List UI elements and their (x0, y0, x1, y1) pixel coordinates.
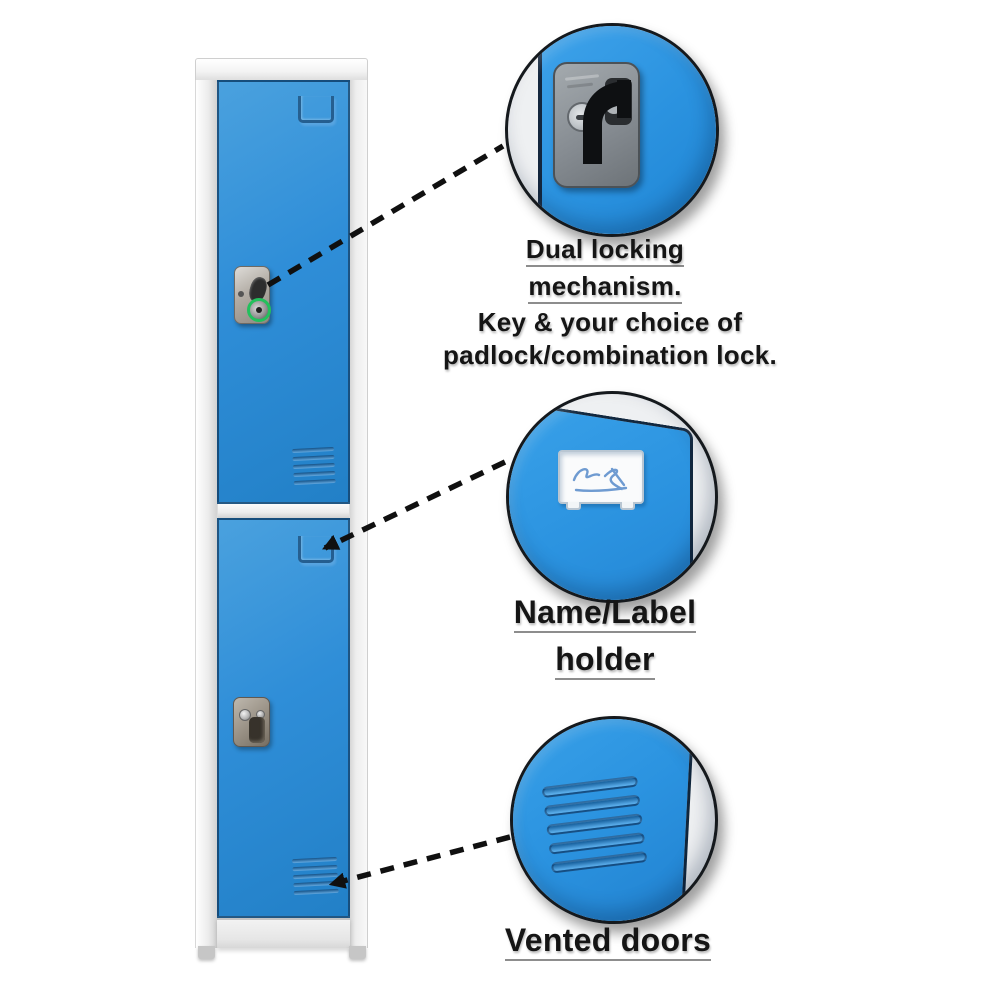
caption-line: Vented doors (504, 924, 712, 961)
vent-slot (292, 872, 338, 880)
caption-line: Key & your choice of (477, 307, 743, 337)
card-tab (620, 502, 635, 510)
etched-line (564, 74, 600, 81)
vent-slot (548, 832, 646, 855)
locker-base (217, 918, 350, 948)
etched-line (566, 82, 594, 89)
key-cylinder-green-ring-icon (247, 298, 271, 322)
locker-foot (349, 946, 366, 959)
callout-title-lock: Dual locking mechanism. (455, 236, 755, 310)
lock-mechanism-closeup (553, 62, 640, 188)
callout-circle-vents (510, 716, 718, 924)
key-cylinder-icon (567, 102, 597, 132)
locker-foot (198, 946, 215, 959)
key-lock (234, 266, 271, 324)
door-closeup-panel (509, 398, 693, 600)
door-handle-recess-bottom (298, 536, 334, 563)
vent-slot (293, 478, 336, 486)
vent-slot (291, 856, 338, 864)
name-label-holder-closeup (558, 450, 644, 510)
callout-circle-label-holder (506, 391, 718, 603)
locker-frame-right (347, 80, 368, 948)
vent-slot (541, 775, 639, 799)
vent-slot (291, 446, 335, 454)
locker-door-bottom (217, 518, 350, 918)
vents-closeup (541, 775, 649, 882)
screw-icon (238, 291, 244, 297)
padlock-latch (233, 697, 270, 747)
card-tab (566, 502, 581, 510)
callout-circle-lock (505, 23, 719, 237)
locker-door-top (217, 80, 350, 504)
callout-title-label-holder: Name/Label holder (455, 596, 755, 690)
door-vents-top (291, 446, 336, 489)
caption-line: holder (555, 643, 655, 680)
vent-slot (293, 880, 339, 888)
latch-slot-icon (249, 717, 265, 743)
vent-slot (543, 794, 641, 817)
caption-line: padlock/combination lock. (443, 340, 777, 370)
latch-hook-icon (583, 78, 632, 164)
locker-frame-left (195, 80, 218, 948)
vent-slot (292, 864, 338, 872)
vent-slot (550, 850, 648, 874)
caption-line: Name/Label (513, 596, 697, 633)
door-closeup-panel (513, 719, 695, 921)
door-handle-recess-top (298, 96, 334, 123)
vent-slot (546, 813, 643, 836)
screw-icon (239, 709, 251, 721)
vent-slot (293, 888, 339, 896)
locker-top-cap (195, 58, 368, 82)
door-vents-bottom (291, 856, 339, 899)
door-closeup-panel (538, 26, 716, 234)
caption-line: Dual locking (525, 236, 685, 267)
vent-slot (292, 454, 335, 462)
vent-slot (293, 470, 336, 478)
door-divider (217, 504, 350, 518)
callout-note-lock: Key & your choice of padlock/combination… (405, 306, 815, 372)
callout-title-vents: Vented doors (458, 924, 758, 967)
caption-line: mechanism. (528, 273, 682, 304)
handwritten-name-icon (572, 467, 628, 493)
vent-slot (292, 462, 335, 470)
